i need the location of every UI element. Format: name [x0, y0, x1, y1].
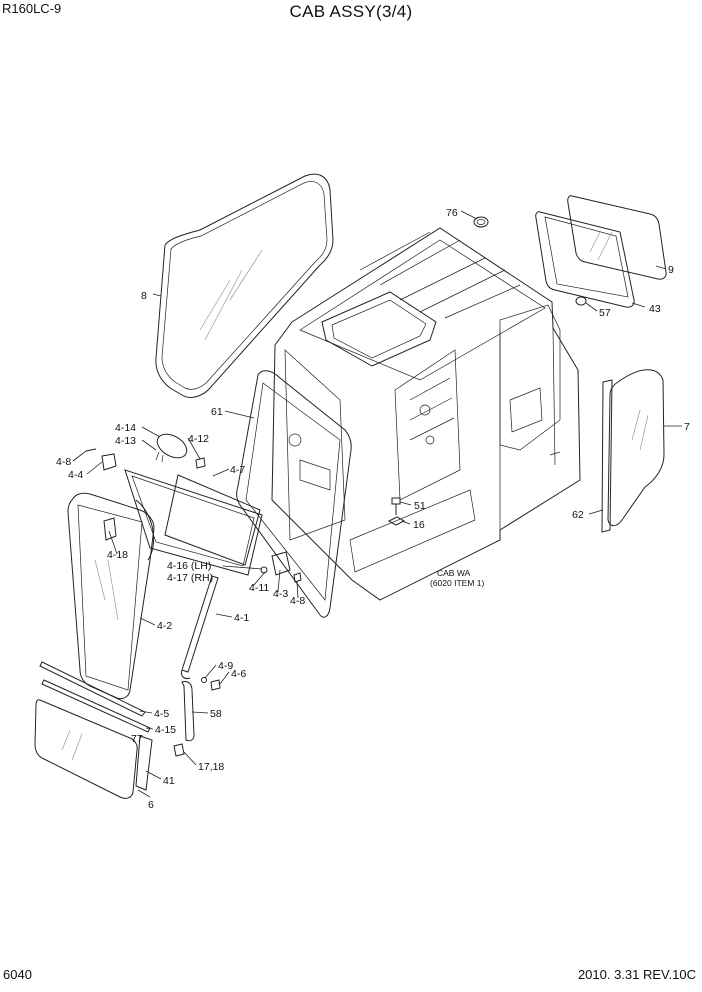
lower-glass-part-6	[34, 699, 153, 799]
callout-43: 43	[649, 303, 661, 315]
leader-lines	[72, 210, 682, 798]
page-number: 6040	[3, 967, 32, 982]
callout-4-15: 4-15	[155, 724, 176, 736]
door-rail-part-4-1	[181, 575, 219, 679]
callout-4-14: 4-14	[115, 422, 136, 434]
callout-4-18: 4-18	[107, 549, 128, 561]
callout-4-5: 4-5	[154, 708, 169, 720]
small-hardware	[85, 448, 302, 757]
callout-57: 57	[599, 307, 611, 319]
callout-4-8-upper: 4-8	[56, 456, 71, 468]
trim-part-58	[181, 681, 195, 742]
callout-51: 51	[414, 500, 426, 512]
callout-6: 6	[148, 799, 154, 811]
callout-4-1: 4-1	[234, 612, 249, 624]
callout-4-12: 4-12	[188, 433, 209, 445]
cab-body	[271, 227, 581, 601]
page-title: CAB ASSY(3/4)	[289, 2, 413, 21]
callout-17-18: 17,18	[198, 761, 224, 773]
callout-16: 16	[413, 519, 425, 531]
cab-ref-note-line2: (6020 ITEM 1)	[430, 578, 484, 588]
roof-glass-parts	[473, 195, 667, 308]
callout-labels: 76 9 8 57 43 61 7 4-14 4-13 4-12 4-8 4-4…	[56, 207, 690, 811]
door-glass-part-4-2	[67, 492, 155, 700]
callout-62: 62	[572, 509, 584, 521]
callout-9: 9	[668, 264, 674, 276]
callout-8: 8	[141, 290, 147, 302]
callout-4-6: 4-6	[231, 668, 246, 680]
revision-date: 2010. 3.31 REV.10C	[577, 967, 696, 982]
callout-4-4: 4-4	[68, 469, 83, 481]
callout-4-11: 4-11	[249, 582, 269, 594]
callout-4-13: 4-13	[115, 435, 136, 447]
callout-58: 58	[210, 708, 222, 720]
callout-76: 76	[446, 207, 458, 219]
callout-4-2: 4-2	[157, 620, 172, 632]
callout-7: 7	[684, 421, 690, 433]
callout-4-9: 4-9	[218, 660, 233, 672]
callout-4-3: 4-3	[273, 588, 288, 600]
callout-4-7: 4-7	[230, 464, 245, 476]
callout-61: 61	[211, 406, 223, 418]
bolt-part-51	[387, 497, 406, 526]
callout-4-16: 4-16 (LH)	[167, 560, 211, 572]
callout-41: 41	[163, 775, 175, 787]
model-code: R160LC-9	[2, 1, 62, 16]
mirror-part-4-14	[155, 433, 188, 463]
callout-4-8-lower: 4-8	[290, 595, 305, 607]
side-glass-part-8	[155, 173, 334, 398]
door-seal-part-61	[236, 370, 352, 618]
callout-4-17: 4-17 (RH)	[167, 572, 213, 584]
right-glass-part-7	[601, 369, 665, 533]
strip-parts-4-5-4-15	[39, 661, 151, 733]
callout-77: 77	[131, 733, 143, 745]
cab-ref-note-line1: CAB WA	[437, 568, 471, 578]
